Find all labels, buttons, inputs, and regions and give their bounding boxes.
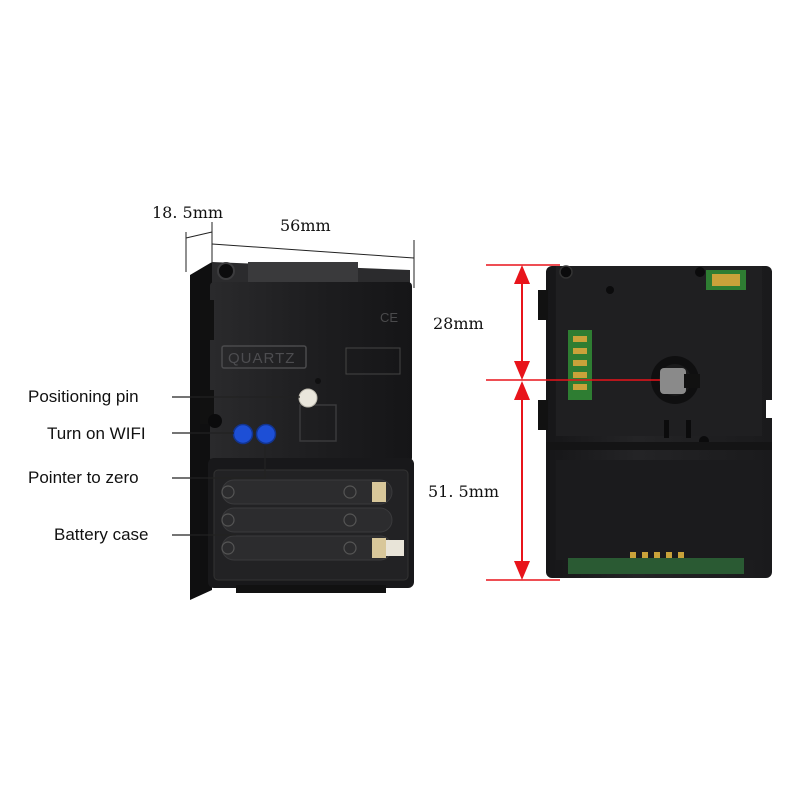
front-movement: CE QUARTZ <box>185 222 415 600</box>
arrow-head-bottom <box>514 561 530 580</box>
turn-on-wifi-label: Turn on WIFI <box>47 424 146 443</box>
pointer-to-zero-label: Pointer to zero <box>28 468 139 487</box>
leader-lines <box>172 396 300 536</box>
positioning-pin-label: Positioning pin <box>28 387 139 406</box>
depth-dimension: 18. 5mm <box>152 203 224 222</box>
wifi-button[interactable] <box>232 423 254 445</box>
movement-body <box>210 282 412 462</box>
battery-case-label: Battery case <box>54 525 149 544</box>
width-dimension: 56mm <box>280 216 331 235</box>
quartz-stamp: QUARTZ <box>228 350 295 367</box>
arrow-head-mid-down <box>514 381 530 400</box>
arrow-head-top <box>514 265 530 284</box>
upper-height-dimension: 28mm <box>433 314 484 333</box>
arrow-head-mid-up <box>514 361 530 380</box>
ce-mark: CE <box>380 310 398 325</box>
back-movement <box>538 265 774 578</box>
positioning-pin-knob <box>298 388 318 408</box>
lower-height-dimension: 51. 5mm <box>428 482 500 501</box>
dimension-arrows <box>486 264 660 581</box>
zero-button[interactable] <box>255 423 277 445</box>
